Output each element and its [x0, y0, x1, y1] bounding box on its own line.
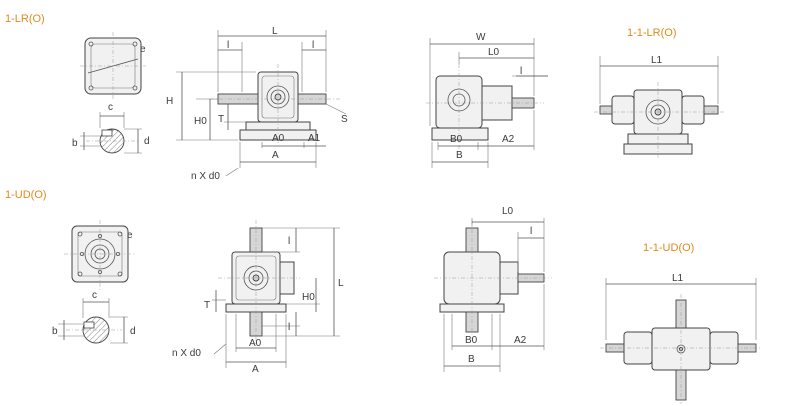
lr-dimensions [176, 30, 347, 177]
ud-side-dimensions [443, 218, 545, 372]
lr-side-dimensions [429, 38, 548, 168]
ud-dimensions [212, 227, 340, 368]
ud-double-view [600, 278, 762, 404]
lr-label-T: T [218, 114, 224, 125]
title-1-1-lr: 1-1-LR(O) [627, 27, 677, 39]
ud-label-B: B [468, 354, 475, 365]
ud-label-H0: H0 [302, 292, 315, 303]
ud-label-d: d [130, 326, 136, 337]
ud-label-l-bottom: l [288, 322, 290, 333]
ud-label-nd0: n X d0 [172, 348, 201, 359]
lr-label-A0: A0 [272, 133, 285, 144]
lr-label-S: S [341, 114, 348, 125]
lr-label-L0: L0 [488, 47, 500, 58]
lr-double-label-L1: L1 [651, 55, 663, 66]
lr-label-B: B [456, 150, 463, 161]
lr-label-l-right: l [312, 40, 314, 51]
ud-flange-view [64, 220, 136, 290]
ud-label-L0: L0 [502, 206, 514, 217]
ud-shaft-section [58, 298, 128, 344]
ud-side-view [434, 220, 552, 340]
ud-label-l-top: l [288, 236, 290, 247]
lr-double-view [594, 56, 724, 160]
title-1-lr: 1-LR(O) [5, 13, 45, 25]
ud-label-l-side: l [530, 226, 532, 237]
lr-side-view [426, 64, 544, 150]
lr-label-H: H [166, 96, 173, 107]
ud-label-L: L [338, 278, 344, 289]
lr-label-A2: A2 [502, 134, 515, 145]
lr-label-L: L [272, 26, 278, 37]
title-1-ud: 1-UD(O) [5, 189, 47, 201]
lr-label-H0: H0 [194, 116, 207, 127]
lr-label-A1: A1 [308, 133, 321, 144]
lr-label-W: W [476, 32, 486, 43]
lr-label-c: c [108, 102, 113, 113]
lr-flange-view [80, 32, 146, 100]
ud-label-A2: A2 [514, 335, 527, 346]
ud-label-c: c [92, 290, 97, 301]
ud-double-label-L1: L1 [672, 273, 684, 284]
lr-label-B0: B0 [450, 134, 463, 145]
lr-label-b: b [72, 138, 78, 149]
ud-label-b: b [52, 326, 58, 337]
lr-label-e: e [140, 44, 146, 55]
title-1-1-ud: 1-1-UD(O) [643, 242, 694, 254]
lr-label-l-left: l [227, 40, 229, 51]
lr-label-l-side: l [520, 66, 522, 77]
lr-label-nd0: n X d0 [191, 171, 220, 182]
ud-label-A0: A0 [249, 338, 262, 349]
lr-label-A: A [272, 150, 279, 161]
ud-label-T: T [204, 300, 210, 311]
lr-front-view [210, 64, 340, 145]
ud-label-e: e [127, 230, 133, 241]
lr-shaft-section [80, 112, 142, 154]
ud-front-view [218, 220, 300, 344]
lr-label-d: d [144, 136, 150, 147]
ud-label-B0: B0 [465, 335, 478, 346]
ud-label-A: A [252, 364, 259, 375]
